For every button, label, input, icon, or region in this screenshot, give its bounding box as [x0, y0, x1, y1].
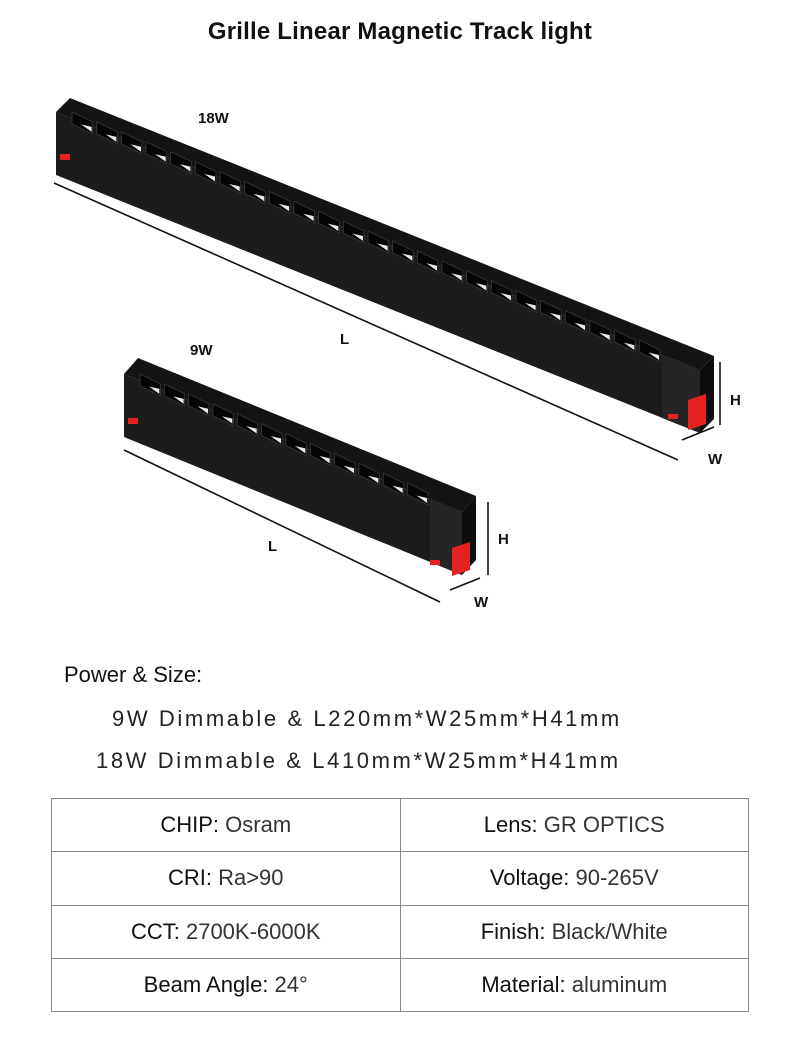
grille-reflector: [173, 396, 184, 404]
grille-reflector: [270, 436, 281, 444]
grille-reflector: [327, 223, 339, 232]
grille-reflector: [81, 124, 92, 132]
grille-reflector: [426, 263, 437, 271]
connector-left-small: [128, 418, 138, 424]
grille-reflector: [599, 332, 610, 341]
power-size-line-9w: 9W Dimmable & L220mm*W25mm*H41mm: [112, 706, 622, 731]
length-line-large: [53, 182, 679, 461]
large-track-light: 18W L H W: [53, 98, 741, 468]
small-track-light: 9W L H W: [123, 342, 509, 611]
connector-right-large: [688, 394, 706, 430]
grille-reflector: [253, 193, 265, 202]
length-line-small: [123, 449, 441, 603]
grille-reflector: [155, 154, 166, 162]
grille-reflector: [416, 495, 427, 503]
grille-reflector: [392, 485, 403, 494]
width-line-small: [449, 577, 481, 591]
watt-label-large: 18W: [198, 110, 230, 127]
length-label-small: L: [268, 538, 277, 555]
spec-cell-voltage: Voltage: 90-265V: [399, 851, 749, 906]
grille-reflector: [623, 342, 635, 351]
connector-left-large: [60, 154, 70, 160]
watt-label-small: 9W: [190, 342, 213, 359]
height-label-large: H: [730, 392, 741, 409]
grille-reflector: [229, 183, 240, 192]
grille-reflector: [549, 312, 561, 321]
spec-cell-material: Material: aluminum: [399, 957, 749, 1013]
grille-reflector: [148, 386, 160, 394]
grille-reflector: [105, 134, 117, 142]
height-label-small: H: [498, 531, 509, 548]
grille-reflector: [221, 416, 233, 424]
spec-cell-cri: CRI: Ra>90: [51, 851, 401, 906]
grille-reflector: [475, 283, 487, 291]
grille-reflector: [500, 293, 511, 301]
grille-reflector: [278, 203, 289, 212]
grille-reflector: [401, 253, 413, 261]
spec-cell-beam-angle: Beam Angle: 24°: [51, 957, 401, 1013]
grille-reflector: [574, 322, 585, 331]
length-label-large: L: [340, 331, 349, 348]
grille-reflector: [352, 233, 363, 241]
spec-cell-lens: Lens: GR OPTICS: [399, 797, 749, 853]
table-row: CCT: 2700K-6000K Finish: Black/White: [51, 904, 749, 959]
power-size-heading: Power & Size:: [64, 662, 203, 687]
connector-right-small: [452, 542, 470, 576]
grille-large: [71, 111, 661, 363]
power-size-line-18w: 18W Dimmable & L410mm*W25mm*H41mm: [96, 748, 621, 773]
grille-reflector: [367, 475, 379, 484]
grille-reflector: [525, 302, 536, 311]
grille-reflector: [377, 243, 388, 251]
width-label-large: W: [708, 451, 723, 468]
grille-reflector: [197, 406, 208, 414]
grille-reflector: [246, 426, 257, 434]
spec-cell-cct: CCT: 2700K-6000K: [51, 904, 401, 959]
grille-small: [139, 373, 429, 506]
grille-reflector: [179, 164, 191, 172]
spec-cell-finish: Finish: Black/White: [399, 904, 749, 959]
width-label-small: W: [474, 594, 489, 611]
grille-reflector: [294, 445, 306, 454]
grille-reflector: [303, 213, 314, 222]
spec-table: CHIP: Osram Lens: GR OPTICS CRI: Ra>90 V…: [51, 797, 749, 1013]
table-row: CRI: Ra>90 Voltage: 90-265V: [51, 851, 749, 906]
grille-reflector: [648, 352, 659, 360]
grille-reflector: [343, 465, 354, 474]
table-row: Beam Angle: 24° Material: aluminum: [51, 957, 749, 1013]
page-title: Grille Linear Magnetic Track light: [207, 18, 593, 45]
grille-reflector: [130, 144, 141, 152]
grille-reflector: [204, 174, 215, 182]
grille-reflector: [319, 455, 330, 464]
grille-reflector: [451, 273, 462, 281]
width-line-large: [681, 426, 715, 441]
table-row: CHIP: Osram Lens: GR OPTICS: [51, 797, 749, 853]
spec-cell-chip: CHIP: Osram: [51, 797, 401, 853]
product-illustration: 18W L H W 9W L H W: [53, 98, 741, 611]
